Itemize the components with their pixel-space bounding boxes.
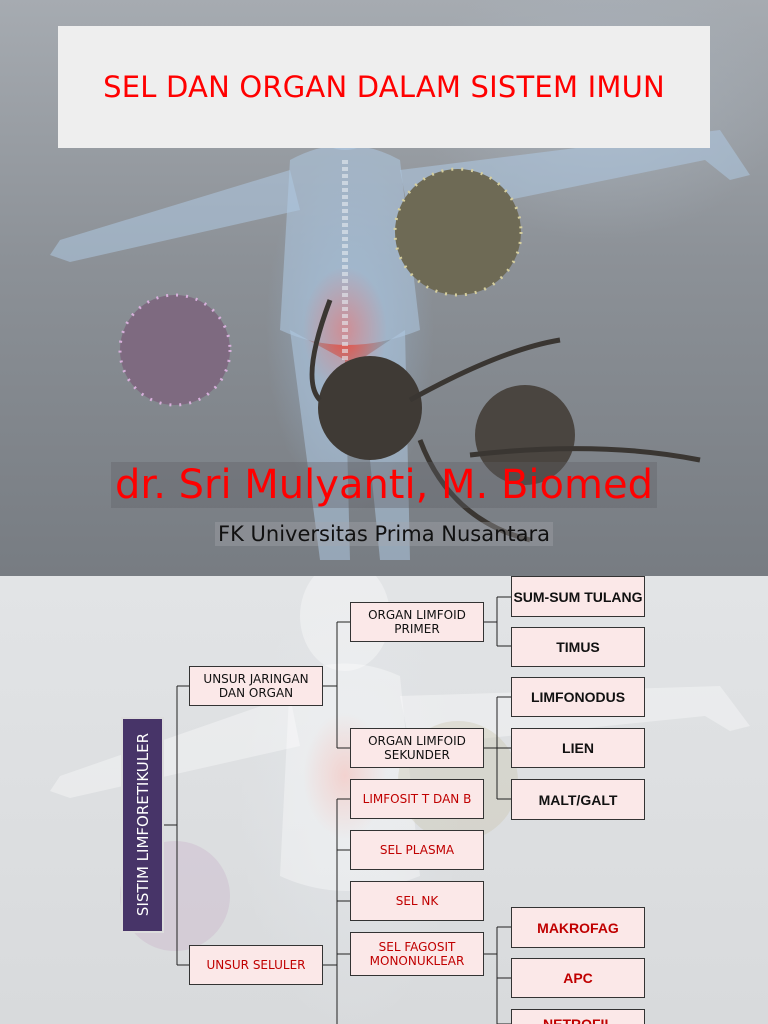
- node-seluler: UNSUR SELULER: [189, 945, 323, 985]
- root-node: SISTIM LIMFORETIKULER: [121, 717, 164, 933]
- node-limfosit: LIMFOSIT T DAN B: [350, 779, 484, 819]
- node-sel-nk: SEL NK: [350, 881, 484, 921]
- node-malt: MALT/GALT: [511, 779, 645, 820]
- diagram-slide: SISTIM LIMFORETIKULER UNSUR JARINGAN DAN…: [0, 576, 768, 1024]
- node-organ-primer: ORGAN LIMFOID PRIMER: [350, 602, 484, 642]
- presentation-title: SEL DAN ORGAN DALAM SISTEM IMUN: [103, 70, 665, 104]
- node-lien: LIEN: [511, 728, 645, 768]
- node-timus: TIMUS: [511, 627, 645, 667]
- node-sel-plasma: SEL PLASMA: [350, 830, 484, 870]
- author-line: dr. Sri Mulyanti, M. Biomed: [0, 462, 768, 508]
- node-apc: APC: [511, 958, 645, 998]
- institution-line: FK Universitas Prima Nusantara: [0, 522, 768, 546]
- author-name: dr. Sri Mulyanti, M. Biomed: [111, 462, 657, 508]
- node-sumsum: SUM-SUM TULANG: [511, 576, 645, 617]
- root-label: SISTIM LIMFORETIKULER: [134, 733, 152, 916]
- node-makrofag: MAKROFAG: [511, 907, 645, 948]
- institution-name: FK Universitas Prima Nusantara: [215, 522, 553, 546]
- title-box: SEL DAN ORGAN DALAM SISTEM IMUN: [58, 26, 710, 148]
- node-sel-fagosit: SEL FAGOSIT MONONUKLEAR: [350, 932, 484, 976]
- node-netrofil: NETROFIL: [511, 1009, 645, 1024]
- node-organ-sekunder: ORGAN LIMFOID SEKUNDER: [350, 728, 484, 768]
- node-jaringan: UNSUR JARINGAN DAN ORGAN: [189, 666, 323, 706]
- title-slide: SEL DAN ORGAN DALAM SISTEM IMUN dr. Sri …: [0, 0, 768, 576]
- node-limfonodus: LIMFONODUS: [511, 677, 645, 717]
